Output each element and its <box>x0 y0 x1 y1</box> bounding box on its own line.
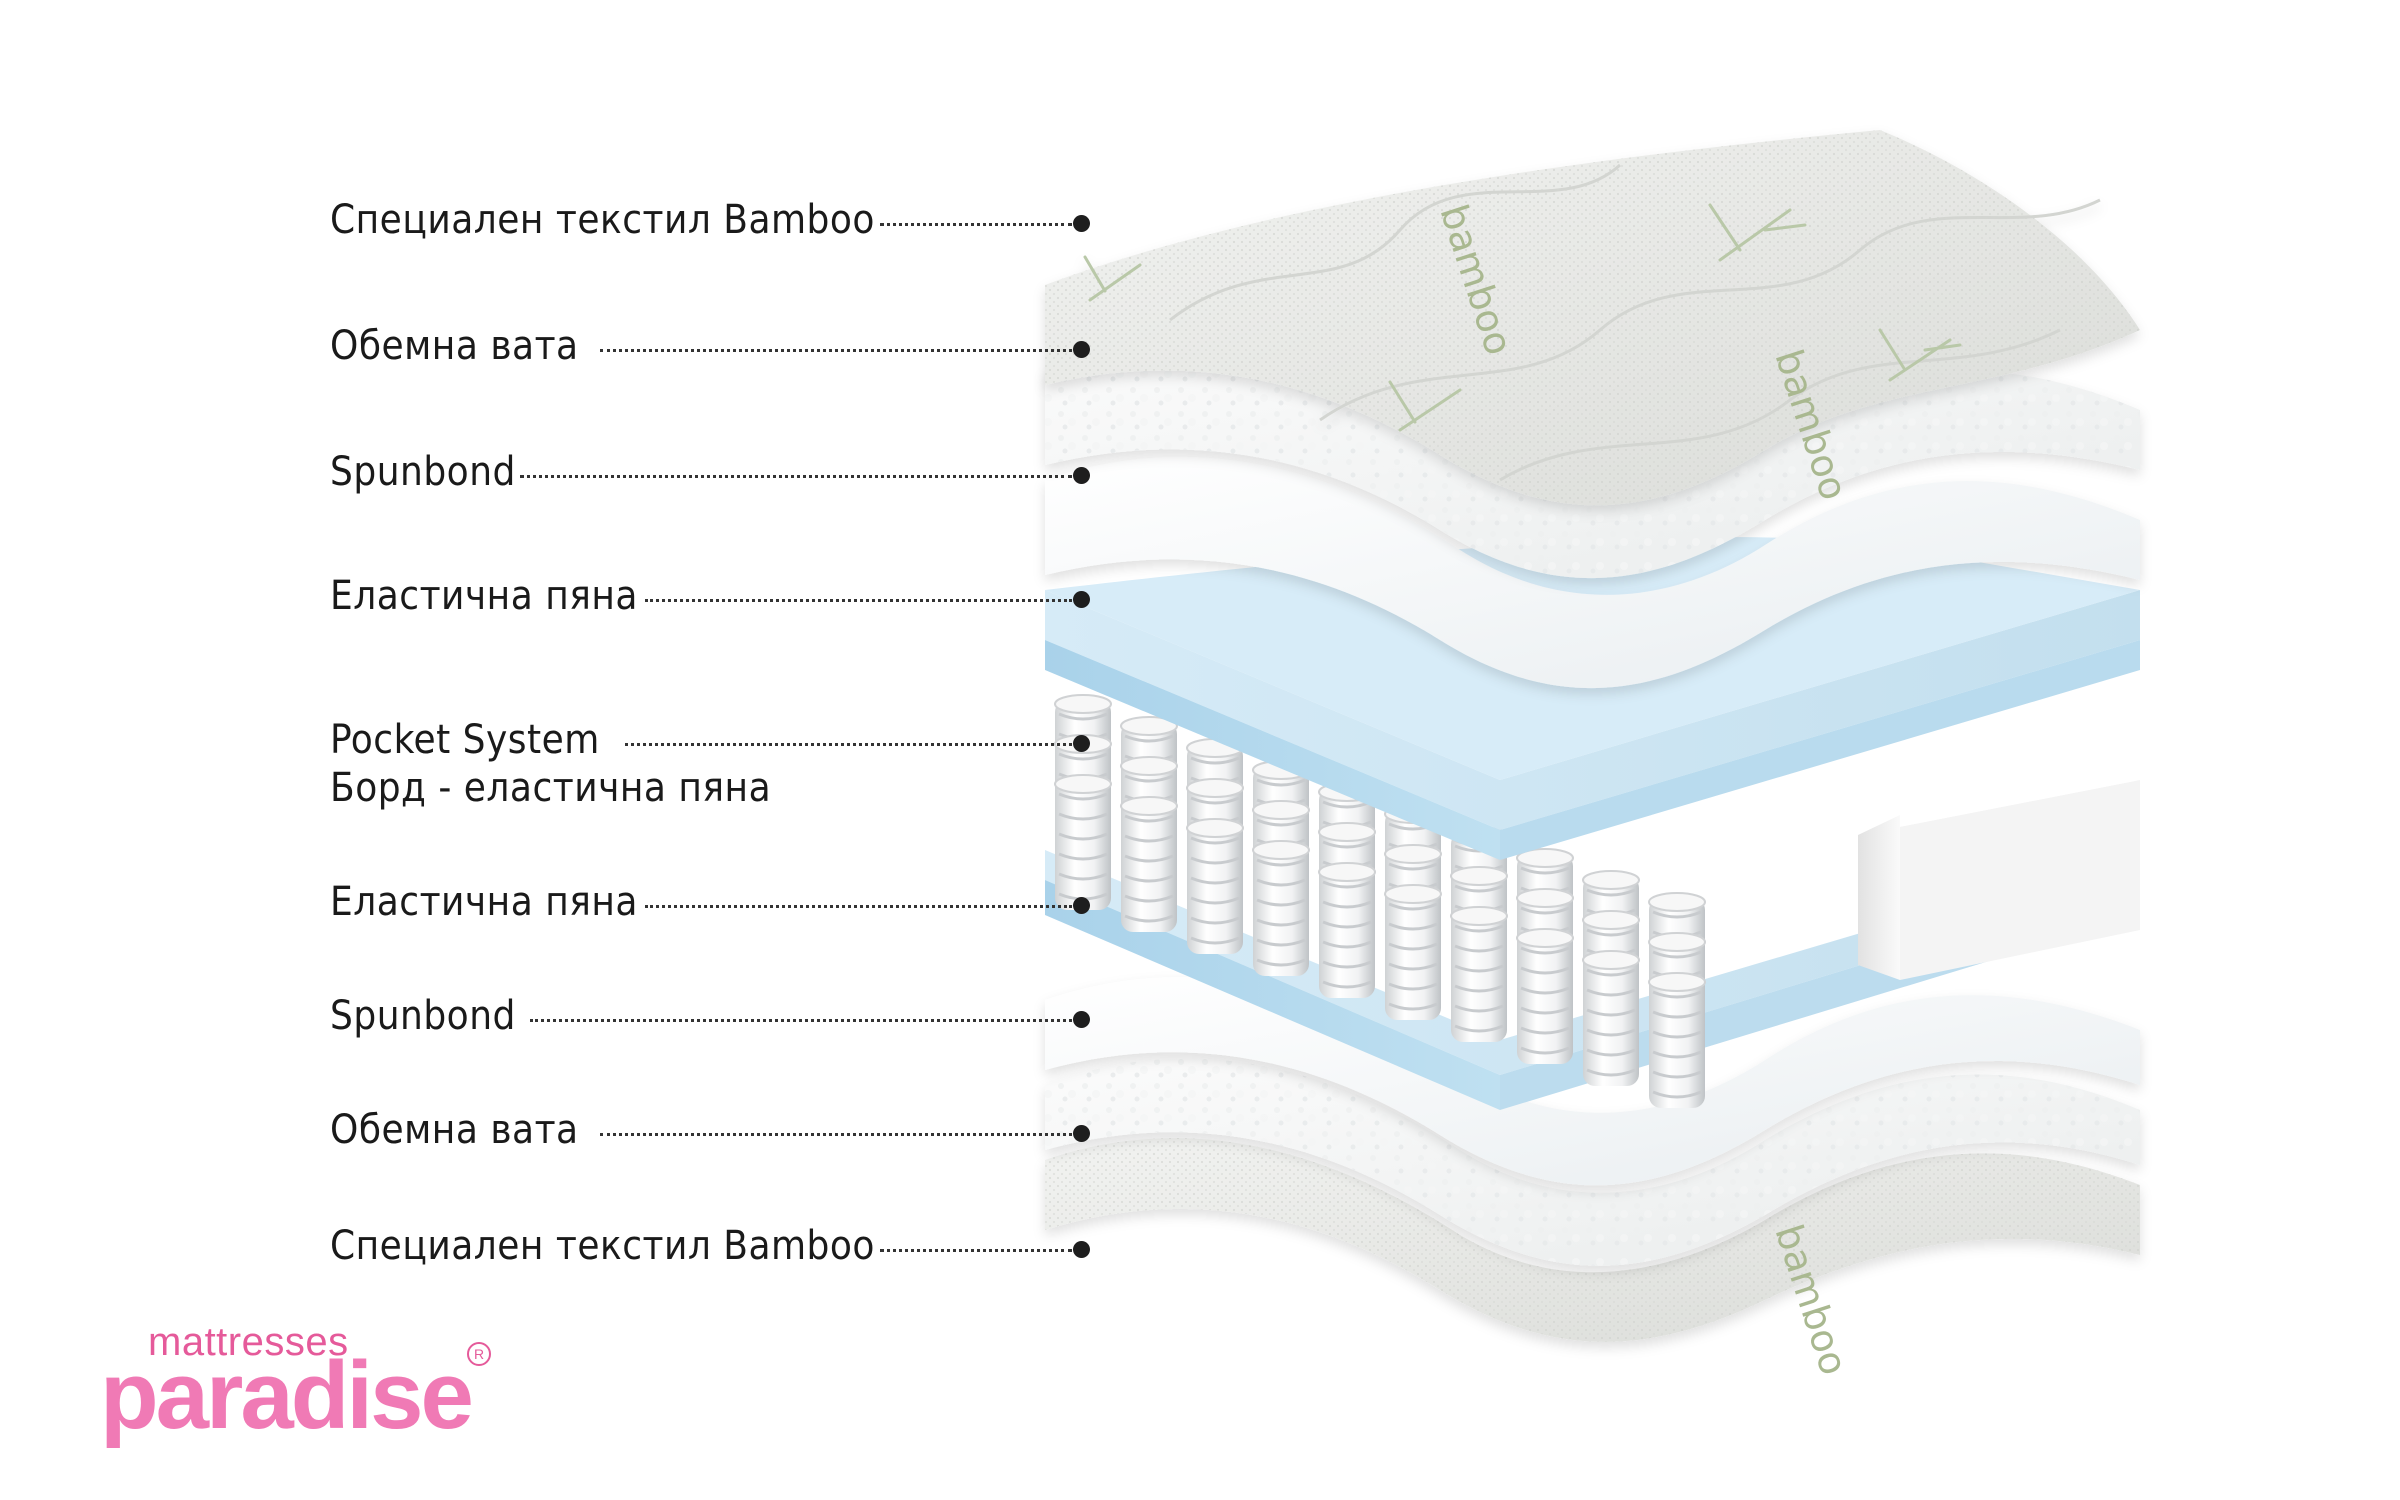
brand-logo-wordmark: paradise <box>100 1342 474 1449</box>
layer-label: Обемна вата <box>330 1107 579 1153</box>
layer-label: Еластична пяна <box>330 879 638 925</box>
leader-dot <box>1073 341 1090 358</box>
brand-logo-tagline: mattresses <box>148 1320 349 1364</box>
leader-dot <box>1073 1241 1090 1258</box>
layer-label-row: Специален текстил Bamboo <box>330 196 1090 246</box>
pocket-spring-coil <box>1516 928 1574 1064</box>
layer-label: Еластична пяна <box>330 573 638 619</box>
layer-label: Pocket System <box>330 717 600 763</box>
layer-label-row: Еластична пяна <box>330 878 1090 928</box>
leader-line <box>600 1133 1072 1136</box>
top-bamboo-fabric-layer <box>1045 130 2140 506</box>
leader-dot <box>1073 467 1090 484</box>
leader-line <box>880 223 1072 226</box>
bottom-volume-wadding-layer <box>1045 1058 2140 1266</box>
leader-dot <box>1073 1011 1090 1028</box>
leader-dot <box>1073 591 1090 608</box>
leader-line <box>880 1249 1072 1252</box>
pocket-spring-coil <box>1120 796 1178 932</box>
layer-label-row: Pocket System Борд - еластична пяна <box>330 716 1090 816</box>
leader-dot <box>1073 1125 1090 1142</box>
pocket-spring-coil <box>1384 884 1442 1020</box>
pocket-spring-coil <box>1648 972 1706 1108</box>
layer-label: Spunbond <box>330 449 516 495</box>
pocket-spring-coil <box>1054 774 1112 910</box>
leader-line <box>530 1019 1072 1022</box>
pocket-spring-coil <box>1318 862 1376 998</box>
leader-line <box>600 349 1072 352</box>
layer-label: Специален текстил Bamboo <box>330 1223 875 1269</box>
bottom-bamboo-fabric-layer <box>1045 1138 2140 1342</box>
leader-line <box>520 475 1072 478</box>
pocket-spring-coil <box>1450 906 1508 1042</box>
top-spunbond-layer <box>1045 456 2140 689</box>
layer-sublabel: Борд - еластична пяна <box>330 765 772 811</box>
layer-label-row: Spunbond <box>330 992 1090 1042</box>
brand-logo: mattresses paradise R <box>100 1320 500 1460</box>
leader-dot <box>1073 897 1090 914</box>
pocket-spring-coil <box>1582 950 1640 1086</box>
leader-dot <box>1073 215 1090 232</box>
registered-mark-icon: R <box>467 1342 491 1366</box>
foam-border-block <box>1858 780 2140 980</box>
layer-label-row: Специален текстил Bamboo <box>330 1222 1090 1272</box>
pocket-spring-coil <box>1186 818 1244 954</box>
leader-line <box>645 599 1072 602</box>
layer-label-row: Обемна вата <box>330 322 1090 372</box>
leader-line <box>625 743 1072 746</box>
pocket-spring-unit <box>1054 694 1706 1108</box>
layer-label-row: Spunbond <box>330 448 1090 498</box>
leader-dot <box>1073 735 1090 752</box>
layer-label-row: Обемна вата <box>330 1106 1090 1156</box>
pocket-spring-coil <box>1252 840 1310 976</box>
leader-line <box>645 905 1072 908</box>
layer-label-row: Еластична пяна <box>330 572 1090 622</box>
layer-label: Spunbond <box>330 993 516 1039</box>
layer-label: Обемна вата <box>330 323 579 369</box>
layer-label: Специален текстил Bamboo <box>330 197 875 243</box>
